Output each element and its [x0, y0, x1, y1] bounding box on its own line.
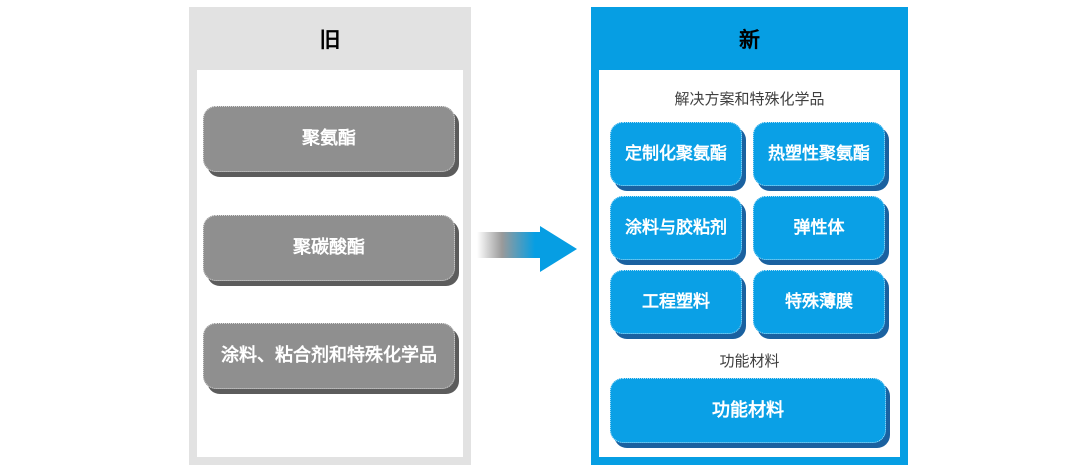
new-panel-body: 解决方案和特殊化学品 定制化聚氨酯 热塑性聚氨酯 涂料与胶粘剂 弹性体 工程塑料…: [599, 70, 900, 457]
right-arrow-icon: [477, 226, 577, 272]
new-panel-title: 新: [739, 28, 760, 52]
old-segment-coatings-adhesives-specialty: 涂料、粘合剂和特殊化学品: [203, 323, 455, 389]
old-panel-body: 聚氨酯 聚碳酸酯 涂料、粘合剂和特殊化学品: [197, 70, 463, 457]
old-segment-polyurethane: 聚氨酯: [203, 106, 455, 172]
new-segment-functional-materials: 功能材料: [610, 378, 886, 443]
old-segment-polycarbonate: 聚碳酸酯: [203, 215, 455, 281]
old-structure-panel: 旧 聚氨酯 聚碳酸酯 涂料、粘合剂和特殊化学品: [189, 7, 471, 465]
new-structure-panel: 新 解决方案和特殊化学品 定制化聚氨酯 热塑性聚氨酯 涂料与胶粘剂 弹性体 工程…: [591, 7, 908, 465]
new-segment-specialty-films: 特殊薄膜: [753, 270, 885, 334]
new-segment-customized-polyurethane: 定制化聚氨酯: [610, 122, 742, 186]
new-segment-elastomers: 弹性体: [753, 196, 885, 260]
old-panel-title: 旧: [319, 28, 341, 52]
new-segment-engineering-plastics: 工程塑料: [610, 270, 742, 334]
new-segment-thermoplastic-polyurethane: 热塑性聚氨酯: [753, 122, 885, 186]
functional-materials-section-title: 功能材料: [719, 353, 780, 370]
solutions-specialty-chemicals-section-title: 解决方案和特殊化学品: [674, 91, 825, 108]
new-segment-coatings-adhesives: 涂料与胶粘剂: [610, 196, 742, 260]
